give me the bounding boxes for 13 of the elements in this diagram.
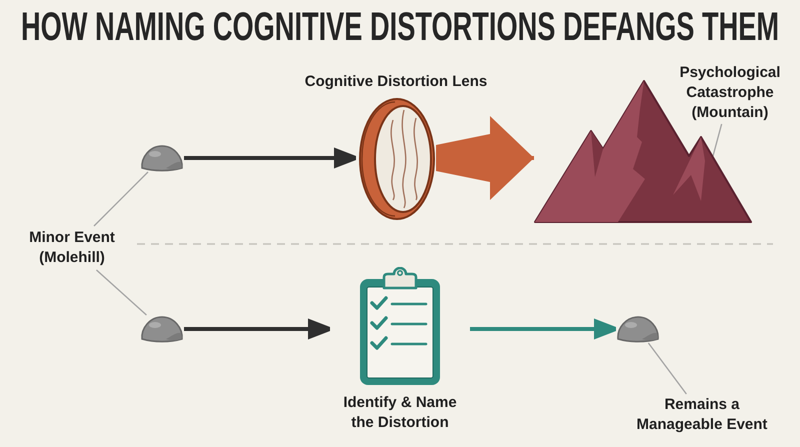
outcome-label: Remains a Manageable Event: [622, 394, 782, 436]
mountain-label: Psychological Catastrophe (Mountain): [672, 62, 788, 124]
leader-line: [94, 172, 148, 226]
event-label: Minor Event (Molehill): [20, 226, 124, 270]
leader-line: [648, 342, 687, 394]
lens-label: Cognitive Distortion Lens: [304, 72, 488, 92]
rock-icon: [616, 315, 660, 343]
leader-line: [712, 124, 722, 156]
diagram-title: HOW NAMING COGNITIVE DISTORTIONS DEFANGS THEM: [20, 5, 780, 49]
leader-line: [96, 270, 147, 316]
step-label: Identify & Name the Distortion: [342, 393, 458, 433]
rock-icon: [140, 144, 184, 172]
rock-icon: [140, 315, 184, 343]
